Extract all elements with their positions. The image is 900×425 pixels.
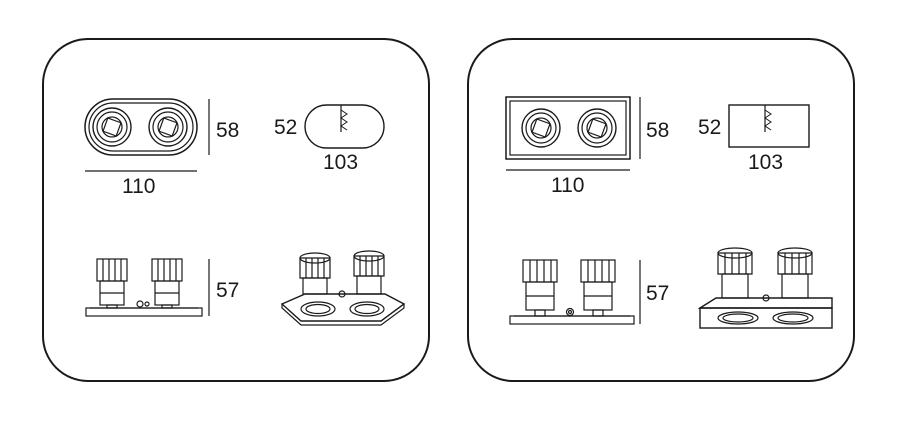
square-perspective-view <box>697 247 833 329</box>
body-height-label: 57 <box>646 282 670 305</box>
body-height-label: 57 <box>216 279 240 302</box>
persp-module-left <box>717 247 753 299</box>
side-depth-label: 52 <box>274 116 298 139</box>
square-front-view <box>505 96 641 171</box>
lens-left <box>92 107 132 147</box>
side-width-label: 103 <box>323 151 359 174</box>
lens-left <box>521 108 561 148</box>
round-double-fixture-panel <box>42 38 430 382</box>
front-height-label: 58 <box>646 119 670 142</box>
lens-right <box>577 108 617 148</box>
persp-module-right <box>777 247 813 299</box>
square-side-view <box>728 104 810 148</box>
round-side-elevation <box>85 258 210 317</box>
module-right <box>151 258 183 309</box>
persp-module-left <box>299 252 331 295</box>
front-width-label: 110 <box>551 174 585 197</box>
round-side-view <box>304 104 385 149</box>
front-width-label: 110 <box>122 175 156 198</box>
module-left <box>96 258 128 309</box>
module-right <box>580 259 616 317</box>
round-front-view <box>84 98 210 172</box>
persp-module-right <box>353 250 385 295</box>
square-side-elevation <box>509 259 641 325</box>
square-double-fixture-panel <box>467 38 855 382</box>
front-height-label: 58 <box>216 119 240 142</box>
round-perspective-view <box>280 250 406 326</box>
lens-right <box>148 107 188 147</box>
side-depth-label: 52 <box>698 116 722 139</box>
side-width-label: 103 <box>748 151 784 174</box>
module-left <box>522 259 558 317</box>
